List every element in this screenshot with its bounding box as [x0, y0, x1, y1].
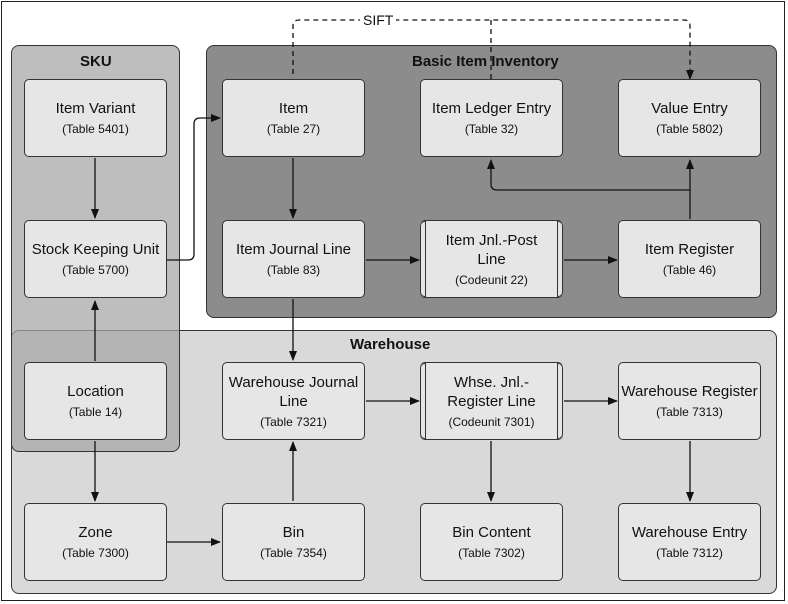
box-table: (Table 7321) — [260, 414, 327, 429]
box-item-jnl-post-line: Item Jnl.-Post Line (Codeunit 22) — [420, 220, 563, 298]
box-whse-jnl-register-line: Whse. Jnl.-Register Line (Codeunit 7301) — [420, 362, 563, 440]
box-stock-keeping-unit: Stock Keeping Unit (Table 5700) — [24, 220, 167, 298]
box-name: Item Journal Line — [235, 241, 352, 258]
box-table: (Codeunit 22) — [455, 272, 528, 287]
box-table: (Table 7300) — [62, 546, 129, 560]
box-table: (Table 5401) — [62, 122, 129, 136]
box-name: Warehouse Entry — [631, 524, 748, 541]
box-name: Warehouse Register — [621, 383, 758, 400]
group-title-sku: SKU — [80, 53, 112, 70]
box-table: (Table 83) — [266, 263, 321, 277]
sift-label: SIFT — [360, 12, 397, 28]
box-warehouse-entry: Warehouse Entry (Table 7312) — [618, 503, 761, 581]
box-table: (Table 7313) — [656, 405, 723, 419]
box-item-variant: Item Variant (Table 5401) — [24, 79, 167, 157]
box-item-register: Item Register (Table 46) — [618, 220, 761, 298]
box-name: Location — [67, 383, 124, 400]
box-table: (Table 7312) — [656, 546, 723, 560]
box-name: Item Variant — [55, 100, 136, 117]
box-name: Whse. Jnl.-Register Line — [447, 373, 536, 410]
box-warehouse-journal-line: Warehouse Journal Line (Table 7321) — [222, 362, 365, 440]
box-name: Item Register — [644, 241, 735, 258]
box-name: Bin Content — [452, 524, 531, 541]
box-name: Value Entry — [651, 100, 728, 117]
box-location: Location (Table 14) — [24, 362, 167, 440]
box-name: Item Jnl.-Post Line — [445, 231, 538, 268]
box-item: Item (Table 27) — [222, 79, 365, 157]
box-warehouse-register: Warehouse Register (Table 7313) — [618, 362, 761, 440]
group-title-warehouse: Warehouse — [350, 336, 431, 353]
box-name: Item Ledger Entry — [431, 100, 552, 117]
box-table: (Table 7354) — [260, 546, 327, 560]
box-name: Warehouse Journal Line — [228, 373, 359, 410]
box-value-entry: Value Entry (Table 5802) — [618, 79, 761, 157]
box-name: Bin — [282, 524, 305, 541]
box-bin: Bin (Table 7354) — [222, 503, 365, 581]
box-item-ledger-entry: Item Ledger Entry (Table 32) — [420, 79, 563, 157]
box-name: Zone — [78, 524, 113, 541]
box-table: (Table 5700) — [62, 263, 129, 277]
box-table: (Table 27) — [266, 122, 321, 136]
box-name: Item — [278, 100, 309, 117]
box-table: (Codeunit 7301) — [448, 414, 535, 429]
box-table: (Table 46) — [662, 263, 717, 277]
box-name: Stock Keeping Unit — [31, 241, 160, 258]
box-table: (Table 5802) — [656, 122, 723, 136]
box-item-journal-line: Item Journal Line (Table 83) — [222, 220, 365, 298]
box-bin-content: Bin Content (Table 7302) — [420, 503, 563, 581]
box-table: (Table 7302) — [458, 546, 525, 560]
box-table: (Table 32) — [464, 122, 519, 136]
group-title-inventory: Basic Item Inventory — [412, 53, 559, 70]
box-zone: Zone (Table 7300) — [24, 503, 167, 581]
box-table: (Table 14) — [68, 405, 123, 419]
